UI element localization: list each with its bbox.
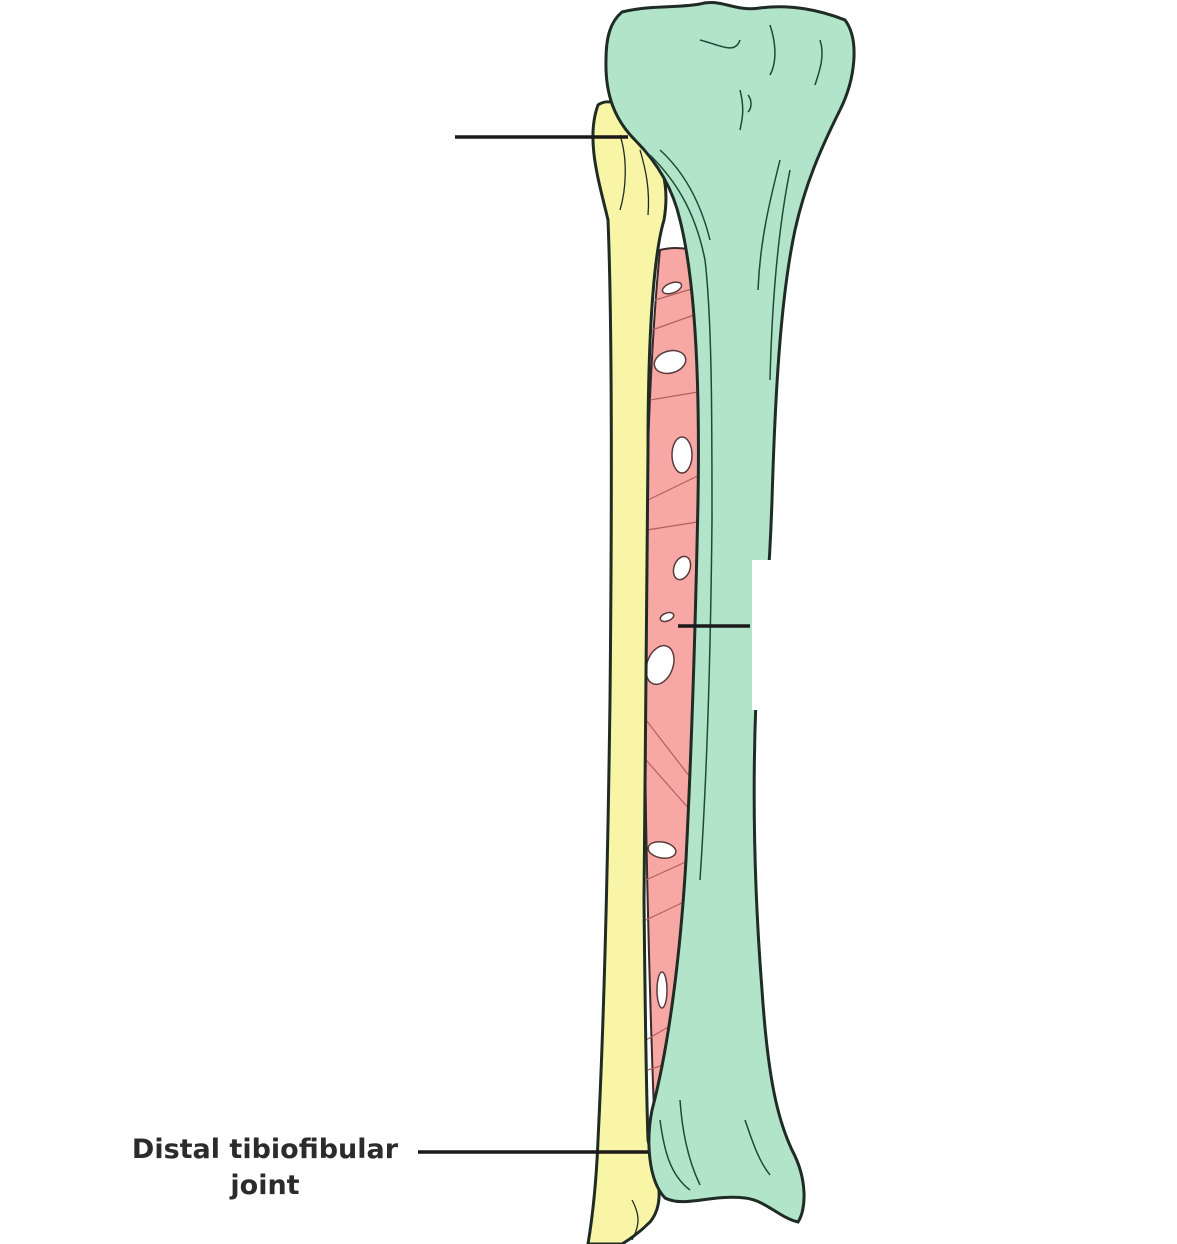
- label-distal-tibiofibular-joint: Distal tibiofibular joint: [110, 1132, 420, 1204]
- fibula-detail-lines: [619, 134, 650, 1241]
- erased-label-patch: [752, 560, 792, 710]
- label-distal-line1: Distal tibiofibular: [131, 1134, 399, 1165]
- label-proximal: [424, 122, 444, 152]
- label-distal-line2: joint: [230, 1170, 300, 1201]
- tibia-detail-lines: [649, 24, 823, 1191]
- tibia: [604, 1, 856, 1224]
- membrane-openings: [645, 281, 693, 1009]
